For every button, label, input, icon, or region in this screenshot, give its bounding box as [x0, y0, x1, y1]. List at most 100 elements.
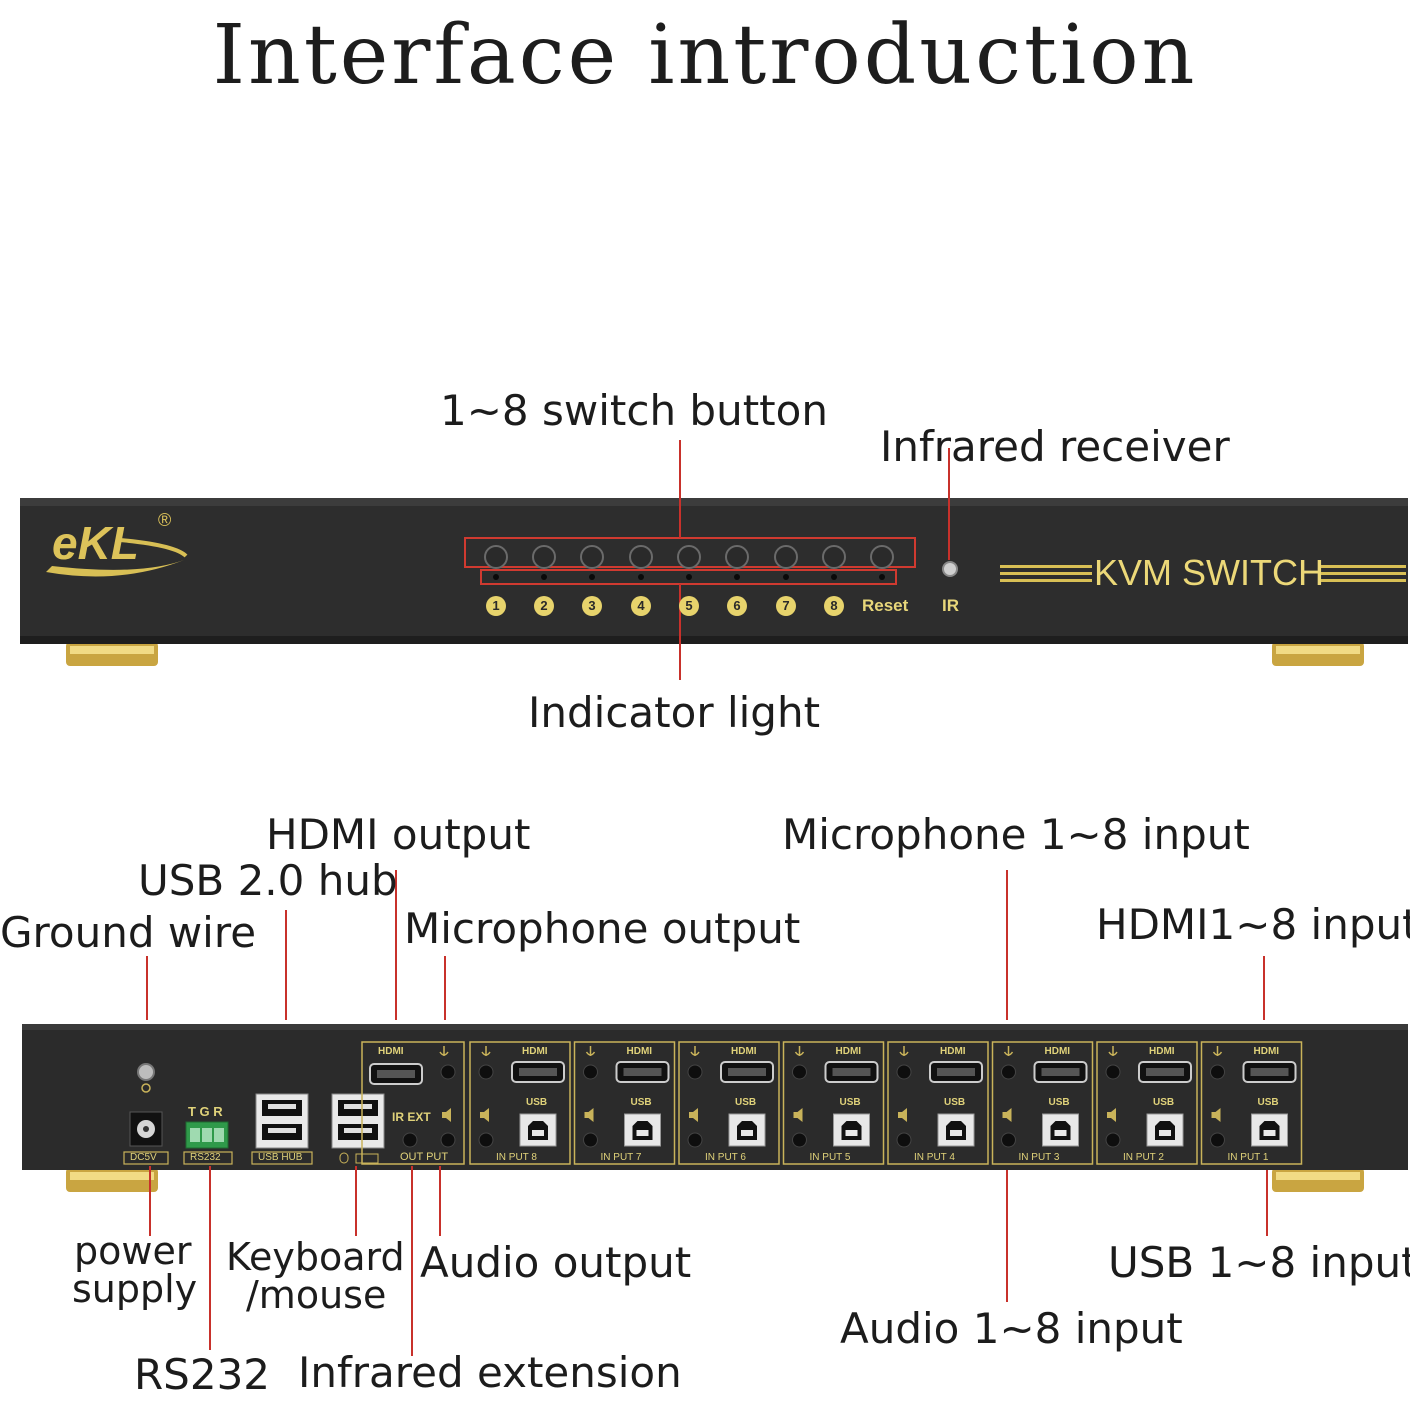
button-number-badge: 6 [727, 596, 747, 616]
callout-indicator-light: Indicator light [528, 688, 821, 737]
indicator-highlight [480, 569, 897, 585]
input-group [1096, 1041, 1198, 1165]
dc5v-label: DC5V [130, 1152, 157, 1163]
audio-input-jack[interactable] [1001, 1132, 1016, 1148]
callout-rs232: RS232 [134, 1350, 271, 1399]
indicator-light [831, 574, 837, 580]
input-usb-label: USB [944, 1097, 966, 1108]
audio-input-jack[interactable] [687, 1132, 703, 1148]
input-hdmi-label: HDMI [940, 1046, 966, 1057]
tgr-label: T G R [188, 1104, 223, 1119]
rs232-port-label: RS232 [190, 1152, 221, 1163]
input-usb-label: USB [1048, 1097, 1070, 1108]
button-number-badge: 1 [486, 596, 506, 616]
switch-button-7[interactable] [774, 545, 798, 569]
speaker-icon [1211, 1108, 1221, 1122]
input-hdmi-label: HDMI [1044, 1046, 1071, 1057]
input-usb-label: USB [630, 1097, 652, 1108]
input-hdmi-label: HDMI [1149, 1046, 1175, 1057]
mic-input-jack[interactable] [896, 1064, 912, 1080]
input-group [469, 1041, 571, 1165]
mic-icon [481, 1046, 491, 1056]
mic-input-jack[interactable] [1105, 1064, 1121, 1080]
usb-hub-ports [255, 1093, 309, 1149]
audio-input-jack[interactable] [1210, 1132, 1225, 1148]
button-number-badge: 4 [631, 596, 651, 616]
input-hdmi-label: HDMI [626, 1046, 653, 1057]
registered-mark: ® [158, 510, 172, 530]
ir-ext-label: IR EXT [392, 1110, 431, 1124]
switch-button-4[interactable] [629, 545, 653, 569]
audio-input-jack[interactable] [792, 1132, 807, 1148]
mouse-icon [339, 1152, 349, 1164]
mic-input-jack[interactable] [792, 1064, 807, 1080]
audio-input-jack[interactable] [896, 1132, 912, 1148]
input-group [573, 1041, 676, 1165]
mic-input-jack[interactable] [687, 1064, 703, 1080]
input-usb-label: USB [526, 1097, 548, 1108]
mic-icon [1212, 1046, 1223, 1056]
indicator-light [493, 574, 499, 580]
input-hdmi-label: HDMI [522, 1046, 548, 1057]
audio-input-jack[interactable] [1105, 1132, 1121, 1148]
indicator-light [783, 574, 789, 580]
callout-usb-hub: USB 2.0 hub [138, 856, 398, 905]
speaker-icon [584, 1108, 594, 1122]
switch-button-1[interactable] [484, 545, 508, 569]
callout-infrared-extension: Infrared extension [298, 1348, 682, 1397]
speaker-icon [689, 1108, 698, 1122]
input-group [678, 1041, 780, 1165]
switch-button-6[interactable] [725, 545, 749, 569]
switch-button-5[interactable] [677, 545, 701, 569]
usb-hub-port-label: USB HUB [258, 1152, 303, 1163]
speaker-icon [1107, 1108, 1116, 1122]
output-speaker-icon [442, 1108, 451, 1122]
output-mic-icon [439, 1046, 449, 1056]
reset-label: Reset [862, 596, 909, 615]
switch-button-8[interactable] [822, 545, 846, 569]
input-usb-label: USB [735, 1097, 757, 1108]
callout-audio-output: Audio output [420, 1238, 692, 1287]
input-group [782, 1041, 885, 1165]
indicator-light [541, 574, 547, 580]
input-usb-label: USB [1153, 1097, 1175, 1108]
callout-mic-inputs: Microphone 1~8 input [782, 810, 1250, 859]
audio-input-jack[interactable] [478, 1132, 494, 1148]
keyboard-icon [355, 1153, 379, 1164]
input-usb-label: USB [1257, 1097, 1279, 1108]
mic-input-jack[interactable] [478, 1064, 494, 1080]
page-title: Interface introduction [212, 8, 1198, 103]
switch-button-3[interactable] [580, 545, 604, 569]
audio-input-jack[interactable] [583, 1132, 598, 1148]
callout-audio-inputs: Audio 1~8 input [840, 1304, 1183, 1353]
indicator-light [734, 574, 740, 580]
brand-logo: eKL [52, 517, 139, 569]
reset-button[interactable] [870, 545, 894, 569]
rear-chassis [22, 1024, 1408, 1170]
callout-hdmi-inputs: HDMI1~8 input [1096, 900, 1410, 949]
ground-screw-icon [137, 1063, 155, 1081]
mic-input-jack[interactable] [583, 1064, 598, 1080]
input-number-label: IN PUT 2 [1123, 1152, 1164, 1163]
callout-infrared-receiver: Infrared receiver [880, 422, 1230, 471]
mic-icon [899, 1046, 909, 1056]
input-usb-label: USB [839, 1097, 861, 1108]
switch-button-2[interactable] [532, 545, 556, 569]
input-number-label: IN PUT 5 [809, 1152, 851, 1163]
callout-ground-wire: Ground wire [0, 908, 257, 957]
button-number-badge: 7 [776, 596, 796, 616]
mic-input-jack[interactable] [1210, 1064, 1225, 1080]
output-hdmi-label: HDMI [378, 1046, 404, 1057]
kvm-right-lines [1318, 565, 1406, 582]
product-name: KVM SWITCH [1094, 552, 1324, 593]
input-number-label: IN PUT 1 [1227, 1152, 1269, 1163]
button-number-badge: 2 [534, 596, 554, 616]
button-number-badge: 3 [582, 596, 602, 616]
button-number-badge: 5 [679, 596, 699, 616]
speaker-icon [1002, 1108, 1012, 1122]
callout-keyboard-line1: Keyboard [226, 1235, 405, 1279]
input-group [1200, 1041, 1303, 1165]
mic-input-jack[interactable] [1001, 1064, 1016, 1080]
